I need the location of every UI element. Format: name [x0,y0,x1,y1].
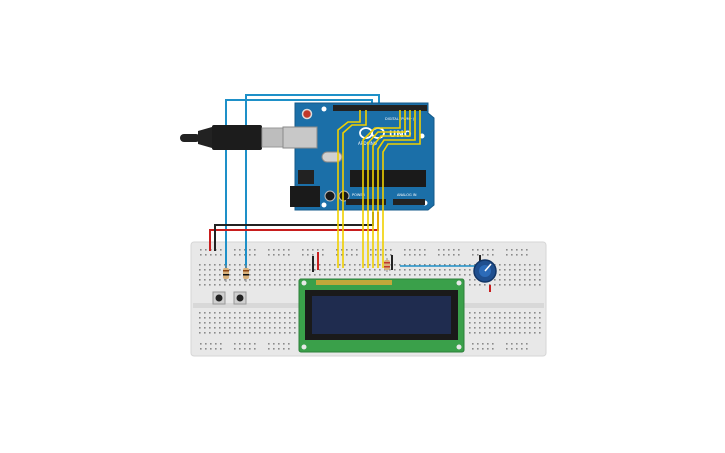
arduino-usb-port [282,126,318,149]
arduino-reset-button[interactable] [301,108,313,120]
wire-lcd-rs[interactable] [337,110,361,268]
resistor-button-1[interactable] [223,265,229,282]
arduino-regulator [298,170,314,184]
wire-button-2[interactable] [245,94,380,272]
arduino-power-label: POWER [352,193,366,197]
wire-lcd-d6[interactable] [372,110,411,268]
lcd-mount-hole-4 [456,344,462,350]
usb-cable-cord [180,134,200,142]
arduino-header-power [346,199,386,205]
lcd-screen [312,296,451,334]
lcd-pin-header [316,280,392,285]
arduino-capacitor-2 [338,190,350,202]
usb-plug-body [212,125,262,150]
arduino-model-label: UNO [389,130,412,140]
arduino-header-analog [393,199,425,205]
wire-lcd-en[interactable] [342,110,367,268]
usb-plug-metal [261,127,285,148]
pushbutton-2[interactable] [233,291,247,305]
lcd-mount-hole-1 [301,280,307,286]
lcd-16x2[interactable] [298,278,465,353]
wire-lcd-d4[interactable] [362,110,401,268]
pushbutton-1[interactable] [212,291,226,305]
resistor-button-2[interactable] [243,265,249,282]
lcd-mount-hole-3 [301,344,307,350]
usb-strain-relief [198,127,212,148]
arduino-header-digital [333,105,427,111]
arduino-dc-jack [290,186,320,207]
wire-lcd-d5[interactable] [367,110,406,268]
arduino-mount-hole-2 [321,202,327,208]
arduino-mount-hole-1 [321,106,327,112]
wire-lcd-d7[interactable] [377,110,416,268]
arduino-capacitor-1 [324,190,336,202]
lcd-mount-hole-2 [456,280,462,286]
arduino-atmega-chip [350,170,426,187]
resistor-lcd-backlight[interactable] [384,258,390,272]
usb-cable[interactable] [180,125,285,150]
potentiometer[interactable] [473,259,497,283]
wire-lcd-extra[interactable] [382,110,421,268]
arduino-uno[interactable]: UNO ARDUINO DIGITAL (PWM~) POWER ANALOG … [282,102,435,211]
arduino-analog-label: ANALOG IN [397,193,417,197]
lcd-signal-wires [337,110,421,268]
arduino-crystal [321,151,343,163]
